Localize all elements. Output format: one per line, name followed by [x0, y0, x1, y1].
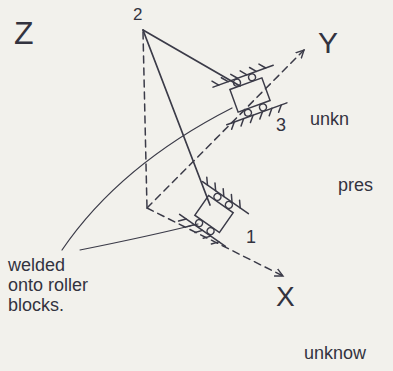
leader-line: [62, 108, 232, 250]
callout-number: 2: [133, 6, 142, 25]
y-axis: [147, 50, 304, 208]
axis-label: X: [276, 282, 295, 313]
note: unknow: [304, 344, 366, 364]
leader-line: [80, 224, 198, 250]
note: unkn: [310, 110, 349, 130]
x-axis: [147, 208, 283, 276]
roller-block: [176, 177, 252, 252]
member: [143, 30, 210, 205]
callout-number: 1: [246, 228, 256, 248]
z-axis: [143, 32, 147, 208]
callout-number: 3: [276, 116, 286, 136]
axis-label: Z: [14, 16, 34, 51]
note: welded onto roller blocks.: [8, 256, 100, 315]
axis-label: Y: [318, 26, 338, 59]
note: pres: [338, 176, 373, 196]
member: [143, 30, 240, 86]
